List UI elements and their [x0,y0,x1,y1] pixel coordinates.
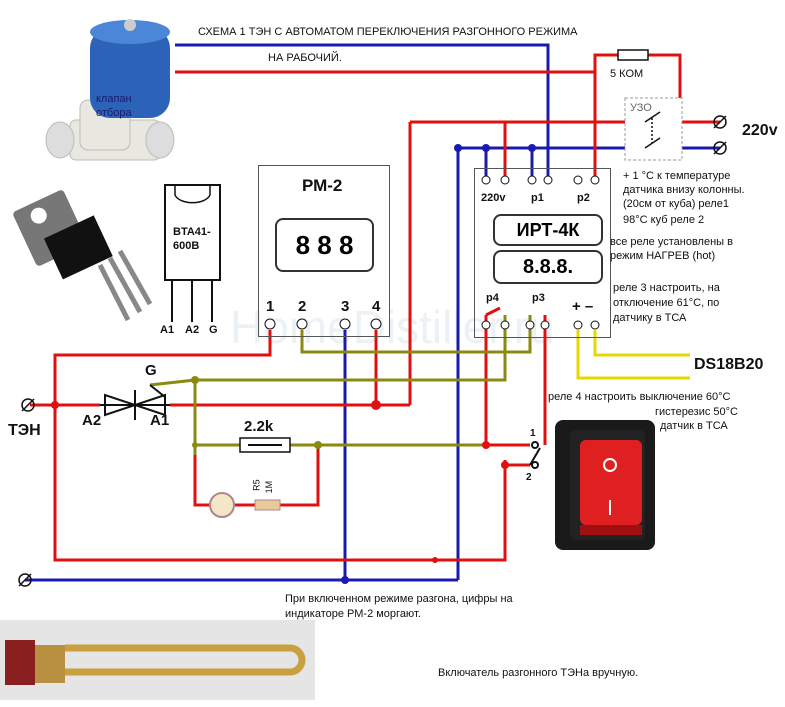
all-relays-note-1: все реле установлены в [610,236,733,248]
red-junctions [51,400,509,563]
triac-package [164,184,221,322]
uzo-switch [644,111,661,149]
resistor-2k2-label: 2.2k [244,418,274,435]
rocker-switch-icon [555,420,655,550]
uzo-label: УЗО [630,102,652,114]
triac-pin-a1: A1 [160,324,175,336]
hysteresis-note-1: гистерезис 50°С [655,406,739,418]
rm2-title: РМ-2 [302,176,343,195]
valve-label-1: клапан [96,93,132,105]
mains-label: 220v [742,122,778,139]
rm2-display: 8 8 8 [275,218,374,272]
neon-lamp [209,492,235,518]
switch-note: Включатель разгонного ТЭНа вручную. [438,667,639,679]
triac-name-1: BTA41- [173,226,211,238]
irt-220v-label: 220v [481,192,506,204]
valve-label-2: отбора [96,107,132,119]
relay4-note: реле 4 настроить выключение 60°С [548,391,731,403]
watermark: HomeDistiller.ru [230,301,555,353]
sensor-label: DS18B20 [694,356,764,373]
relay3-note-1: реле 3 настроить, на [613,282,720,294]
olive-junctions [191,376,322,449]
relay3-note-2: отключение 61°С, по [613,297,720,309]
triac-pin-a2: A2 [185,324,200,336]
uzo-box [624,97,683,161]
triac-a2-label: A2 [82,412,102,429]
blink-note-2: индикаторе РМ-2 моргают. [285,608,421,620]
rm2-pin-4: 4 [372,298,381,315]
ten-label: ТЭН [8,422,41,439]
resistor-5k [617,49,649,61]
relay3-note-3: датчику в ТСА [613,312,687,324]
resistor-5k-label: 5 КОМ [610,68,644,80]
mains-terminals [18,115,727,587]
relay1-note-3: (20см от куба) реле1 [623,198,729,210]
irt-p4-label: p4 [486,292,499,304]
title-line-2: НА РАБОЧИЙ. [268,52,342,64]
rm2-terminals [264,318,382,330]
blue-junctions [341,144,536,584]
relay1-note-2: датчика внизу колонны. [623,184,745,196]
rm2-pin-1: 1 [266,298,275,315]
triac-name-2: 600B [173,240,200,252]
irt-p2-label: p2 [577,192,590,204]
heating-element-icon [0,620,315,700]
selector-switch [529,441,541,469]
switch-pin-2: 2 [526,472,532,483]
triac-pin-g: G [209,324,218,336]
irt-p3-label: p3 [532,292,545,304]
rm2-pin-3: 3 [341,298,350,315]
blue-wires [25,43,720,582]
r5-label: R5 [251,479,262,491]
relay1-note-1: + 1 °С к температуре [623,170,731,182]
switch-pin-1: 1 [530,428,536,439]
title-line-1: СХЕМА 1 ТЭН С АВТОМАТОМ ПЕРЕКЛЮЧЕНИЯ РАЗ… [198,26,578,38]
yellow-wires [576,330,690,380]
blink-note-1: При включенном режиме разгона, цифры на [285,593,513,605]
hysteresis-note-2: датчик в ТСА [660,420,728,432]
triac-g-label: G [145,362,157,379]
triac-symbol [100,384,170,420]
all-relays-note-2: режим НАГРЕВ (hot) [610,250,716,262]
irt-p1-label: p1 [531,192,544,204]
relay1-note-4: 98°С куб реле 2 [623,214,705,226]
olive-wires [149,315,532,455]
rm2-module [258,165,390,337]
irt-terminals [481,175,600,330]
irt4k-module [474,168,611,338]
rm2-pin-2: 2 [298,298,307,315]
irt-plus-minus-label: + – [572,298,594,315]
triac-photo-icon [13,190,153,322]
irt-title: ИРТ-4К [493,214,603,246]
r5-value: 1M [264,480,275,494]
irt-display: 8.8.8. [493,250,603,284]
solenoid-valve-icon [45,19,175,161]
resistor-r5 [254,499,281,511]
triac-a1-label: A1 [150,412,170,429]
